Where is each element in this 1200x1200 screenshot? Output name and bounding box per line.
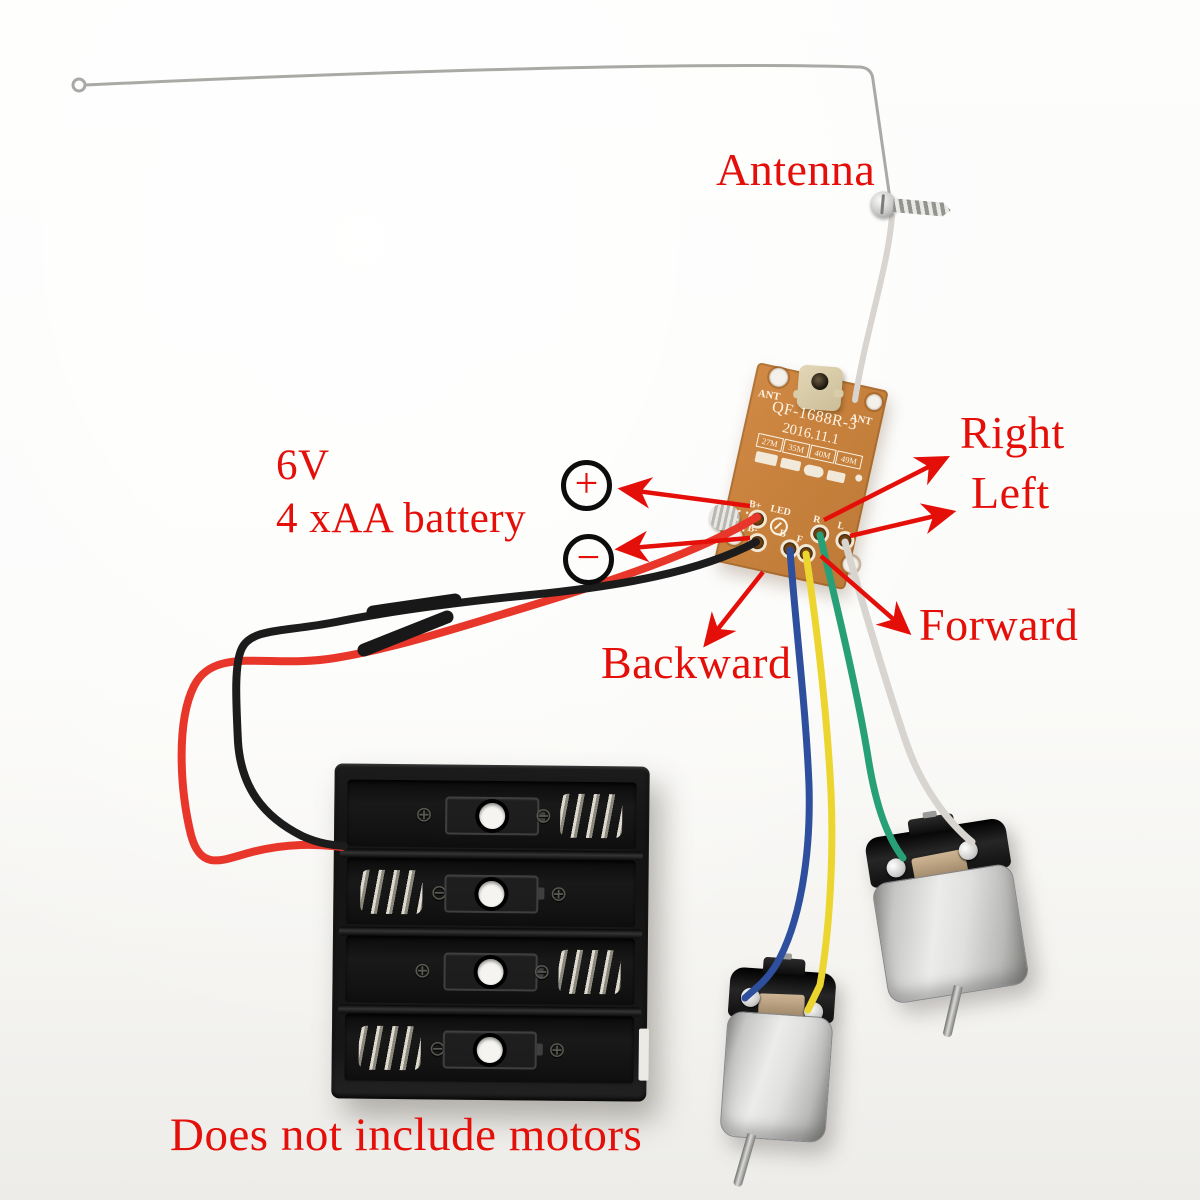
antenna-lead-wire: [852, 213, 895, 403]
battery-negative-wire: [232, 538, 760, 850]
battery-voltage-label: 6V: [276, 442, 330, 489]
arrow-to-forward-label: [819, 554, 912, 635]
backward-label: Backward: [601, 637, 792, 688]
battery-type-label: 4 xAA battery: [276, 495, 527, 542]
backward-wire-blue: [741, 546, 813, 1002]
arrow-to-right-label: [822, 455, 951, 523]
arrow-to-minus: [614, 530, 751, 563]
arrow-to-left-label: [849, 503, 957, 539]
battery-positive-wire: [177, 513, 761, 865]
minus-terminal-icon: −: [563, 534, 614, 585]
right-label: Right: [960, 407, 1065, 458]
forward-wire-green: [816, 531, 907, 862]
antenna-wire: [84, 63, 893, 207]
backward-wire-yellow: [802, 550, 836, 1014]
antenna-label: Antenna: [716, 144, 876, 195]
arrow-to-backward-label: [703, 570, 765, 648]
left-label: Left: [971, 467, 1050, 518]
heat-shrink-tube: [357, 610, 454, 657]
disclaimer-label: Does not include motors: [170, 1109, 643, 1161]
arrow-to-plus: [617, 477, 751, 509]
forward-wire-white: [841, 538, 976, 846]
forward-label: Forward: [919, 599, 1079, 650]
plus-terminal-icon: +: [561, 460, 612, 511]
heat-shrink-tube: [366, 593, 462, 619]
